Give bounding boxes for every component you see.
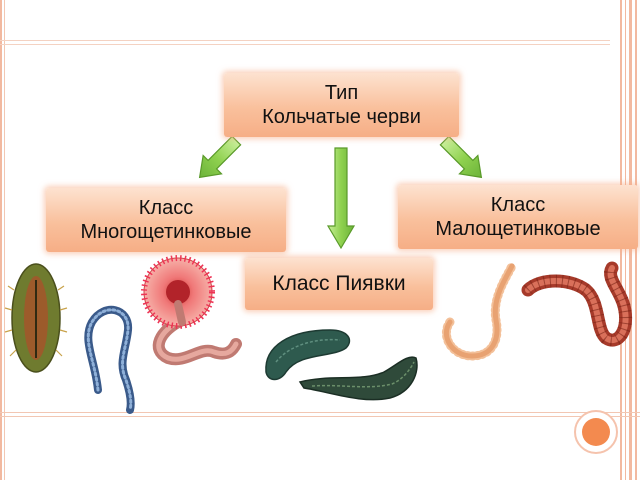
arrow-to-oligochaeta (439, 135, 483, 179)
blue-worm-illustration (84, 305, 135, 414)
phylum-box-line1: Тип (324, 82, 359, 104)
arrow-to-polychaeta (198, 135, 242, 179)
class-leeches-box: Класс Пиявки (245, 258, 433, 310)
class-polychaeta-line2: Многощетинковые (80, 221, 252, 243)
fan-worm-illustration (141, 255, 242, 366)
sea-mouse-illustration (4, 263, 68, 373)
leech-illustration-left (265, 329, 351, 381)
arrow-to-leeches (326, 147, 356, 250)
class-leeches-label: Класс Пиявки (272, 272, 406, 295)
bottom-band-decoration (0, 412, 640, 480)
class-polychaeta-box: Класс Многощетинковые (46, 188, 286, 252)
class-oligochaeta-line2: Малощетинковые (435, 218, 601, 240)
corner-circle-decoration (574, 410, 618, 454)
leech-illustration-right (298, 356, 418, 401)
left-frame-decoration (0, 0, 8, 480)
top-band-decoration (0, 0, 610, 46)
phylum-box: Тип Кольчатые черви (224, 73, 459, 137)
class-oligochaeta-box: Класс Малощетинковые (398, 185, 638, 249)
class-oligochaeta-line1: Класс (490, 194, 546, 216)
earthworm-illustration (521, 261, 632, 347)
class-polychaeta-line1: Класс (138, 197, 194, 219)
phylum-box-line2: Кольчатые черви (262, 106, 421, 128)
bristle-worm-illustration (441, 261, 517, 361)
